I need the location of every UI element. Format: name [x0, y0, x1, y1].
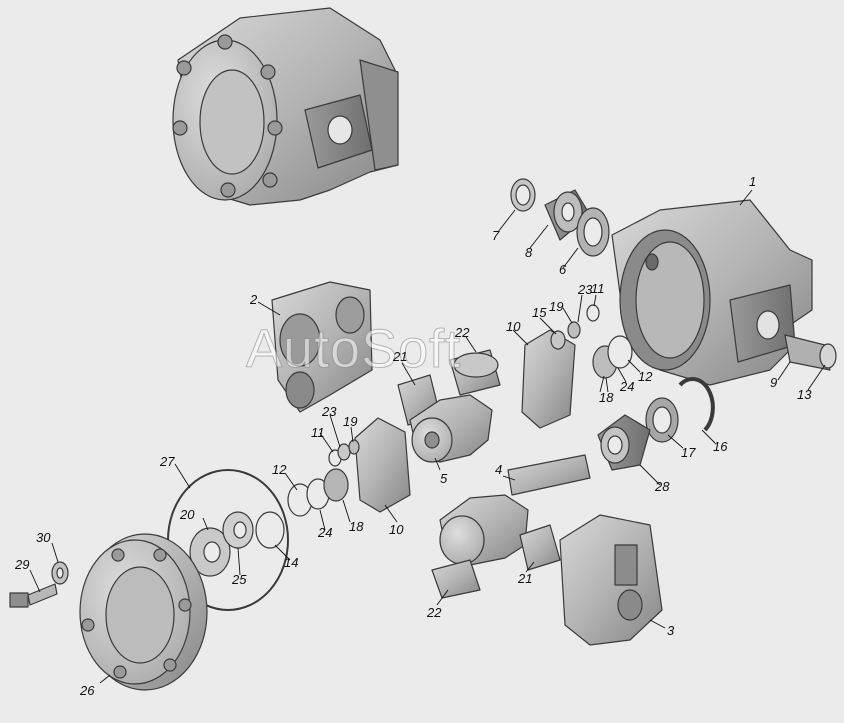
callout-12-lower: 12 — [272, 462, 287, 477]
callout-4: 4 — [495, 462, 503, 477]
seal-plate-10-lower — [354, 417, 411, 513]
seal-ring-7 — [510, 178, 536, 212]
assembled-pump — [172, 7, 399, 206]
end-cover-26 — [79, 533, 208, 691]
seal-plate-10-upper — [521, 329, 576, 429]
seal-17 — [645, 397, 679, 443]
callout-18-lower: 18 — [349, 519, 364, 534]
bushing-22-upper — [449, 349, 501, 396]
callout-12-upper: 12 — [638, 369, 653, 384]
callout-25: 25 — [232, 572, 247, 587]
callout-26: 26 — [80, 683, 95, 698]
callout-24-lower: 24 — [318, 525, 333, 540]
callout-23-upper: 23 — [578, 282, 593, 297]
washer-20 — [189, 527, 231, 577]
callout-29: 29 — [15, 557, 30, 572]
bushing-21-lower — [519, 524, 561, 571]
callout-21-lower: 21 — [518, 571, 533, 586]
washer-30 — [51, 561, 69, 585]
ring-14 — [255, 511, 285, 549]
callout-6: 6 — [559, 262, 567, 277]
driven-gear-5 — [409, 394, 493, 463]
callout-8: 8 — [525, 245, 533, 260]
callout-7: 7 — [492, 228, 500, 243]
callout-23-lower: 23 — [322, 404, 337, 419]
washer-6 — [576, 207, 610, 257]
callout-24-upper: 24 — [620, 379, 635, 394]
callout-16: 16 — [713, 439, 728, 454]
callout-3: 3 — [667, 623, 675, 638]
bolt-29 — [9, 583, 58, 608]
washer-25 — [222, 511, 254, 549]
callout-19-lower: 19 — [343, 414, 358, 429]
watermark: AutoSoft — [245, 319, 462, 380]
callout-20: 20 — [180, 507, 195, 522]
rings-upper — [550, 304, 633, 379]
circlip-16 — [678, 377, 715, 432]
callout-17: 17 — [681, 445, 696, 460]
pump-housing — [611, 199, 837, 386]
callout-1: 1 — [749, 174, 757, 189]
callout-28: 28 — [655, 479, 670, 494]
callout-27: 27 — [160, 454, 175, 469]
callout-11-upper: 11 — [591, 281, 605, 296]
callout-30: 30 — [36, 530, 51, 545]
bushing-block-2 — [271, 281, 373, 413]
callout-22-lower: 22 — [427, 605, 442, 620]
callout-10-upper: 10 — [506, 319, 521, 334]
callout-14: 14 — [284, 555, 299, 570]
callout-5: 5 — [440, 471, 448, 486]
rings-lower — [287, 439, 360, 517]
callout-10-lower: 10 — [389, 522, 404, 537]
callout-22-upper: 22 — [455, 325, 470, 340]
callout-21-upper: 21 — [393, 349, 408, 364]
drive-shaft-4 — [439, 454, 591, 566]
callout-18-upper: 18 — [599, 390, 614, 405]
callout-13: 13 — [797, 387, 812, 402]
bearing-8 — [544, 189, 591, 241]
callout-9: 9 — [770, 375, 778, 390]
bushing-22-lower — [431, 559, 481, 599]
callout-11-lower: 11 — [311, 425, 325, 440]
bushing-block-3 — [559, 514, 663, 646]
callout-19-upper: 19 — [549, 299, 564, 314]
bearing-28 — [597, 414, 651, 471]
callout-15: 15 — [532, 305, 547, 320]
leader-lines — [29, 189, 826, 684]
callout-2: 2 — [250, 292, 258, 307]
